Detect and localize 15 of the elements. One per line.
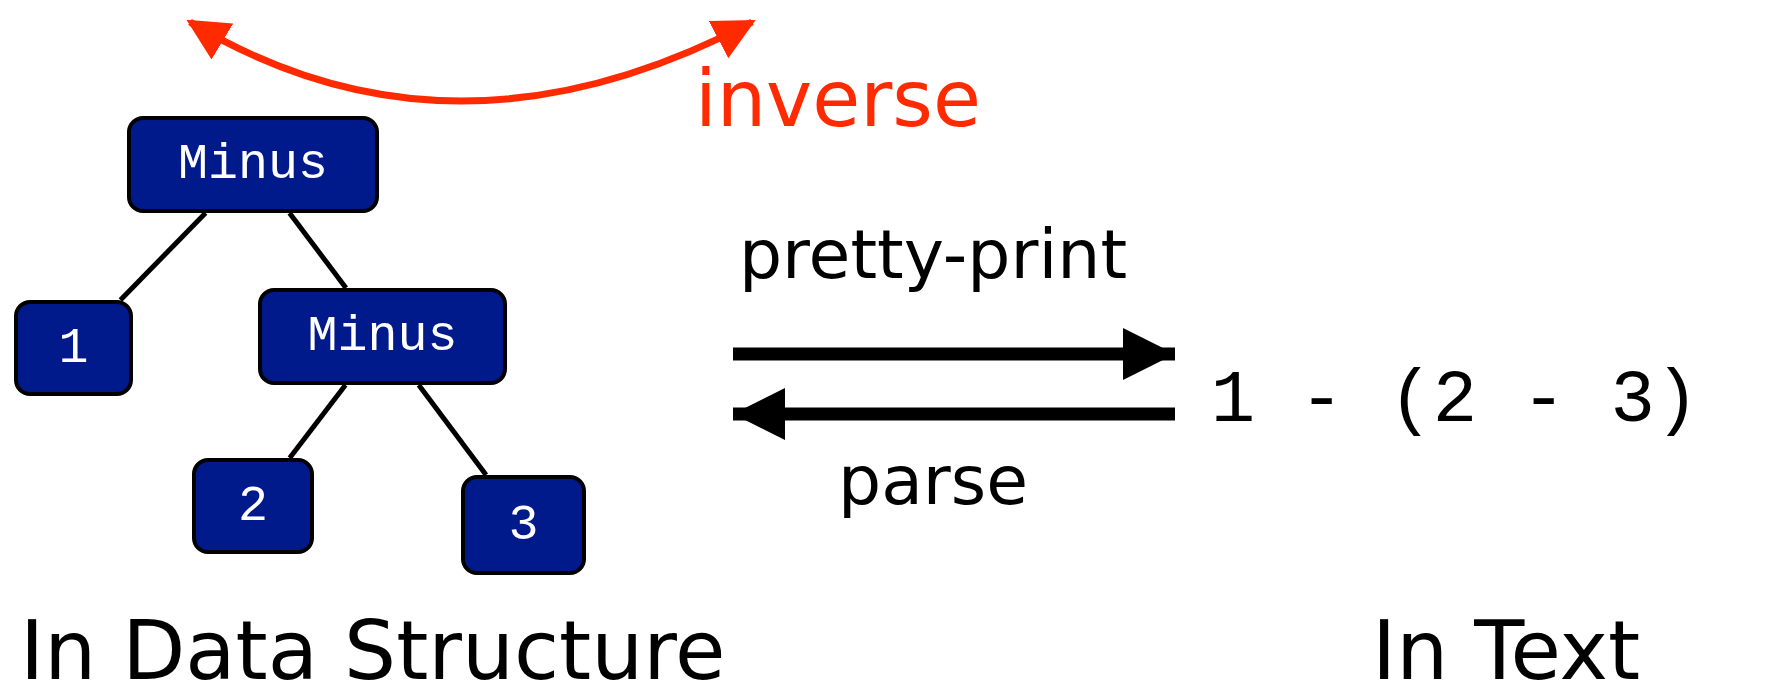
annotation-label: inverse	[695, 60, 981, 138]
expression-text: 1 - (2 - 3)	[1175, 355, 1735, 447]
caption: In Data Structure	[20, 610, 726, 691]
connector-line	[416, 383, 489, 477]
tree-node: Minus	[258, 288, 507, 385]
connector-line	[118, 211, 208, 302]
tree-node: 1	[14, 300, 133, 396]
caption: In Text	[1372, 610, 1641, 691]
tree-node: Minus	[127, 116, 379, 213]
connector-line	[287, 211, 348, 290]
tree-node: 2	[192, 458, 314, 554]
connector-line	[287, 383, 348, 460]
arrow	[733, 328, 1175, 380]
arrow	[733, 388, 1175, 440]
tree-node: 3	[461, 475, 586, 575]
